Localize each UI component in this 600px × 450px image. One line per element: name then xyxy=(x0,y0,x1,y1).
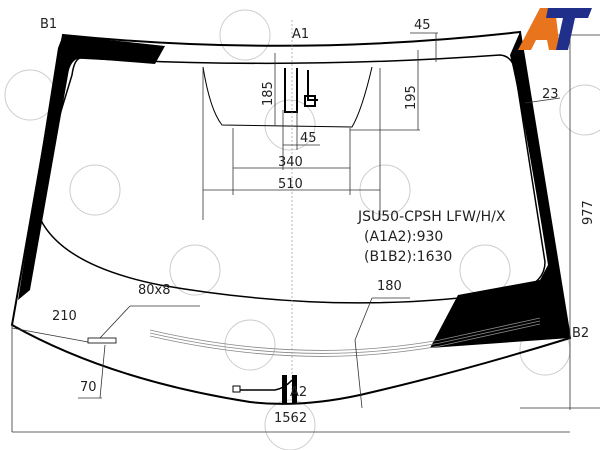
spec-a1a2: (A1A2):930 xyxy=(364,229,443,245)
dim-210: 210 xyxy=(52,309,77,324)
dim-195: 195 xyxy=(404,85,419,110)
top-left-band xyxy=(18,35,165,300)
dim-180: 180 xyxy=(377,279,402,294)
mirror-bracket xyxy=(202,66,373,128)
dim-340: 340 xyxy=(278,155,303,170)
point-a1: A1 xyxy=(292,27,309,42)
heating-wires xyxy=(149,317,541,357)
at-logo xyxy=(518,8,592,50)
inner-line xyxy=(33,54,546,304)
dim-70: 70 xyxy=(80,380,97,395)
spec-b1b2: (B1B2):1630 xyxy=(364,249,452,265)
dim-510: 510 xyxy=(278,177,303,192)
dim-1562: 1562 xyxy=(274,411,307,426)
point-b2: B2 xyxy=(572,326,589,341)
point-a2: A2 xyxy=(290,385,307,400)
glass-outline xyxy=(10,30,572,405)
part-code: JSU50-CPSH LFW/H/X xyxy=(357,209,506,225)
dim-185: 185 xyxy=(261,81,276,106)
dimension-lines xyxy=(11,32,600,433)
dim-side-band: 23 xyxy=(542,87,559,102)
dim-strip: 80x8 xyxy=(138,283,171,298)
right-band xyxy=(430,32,570,348)
point-b1: B1 xyxy=(40,17,57,32)
dim-top-band: 45 xyxy=(414,18,431,33)
dim-sensor-width: 45 xyxy=(300,131,317,146)
dim-977: 977 xyxy=(581,200,596,225)
